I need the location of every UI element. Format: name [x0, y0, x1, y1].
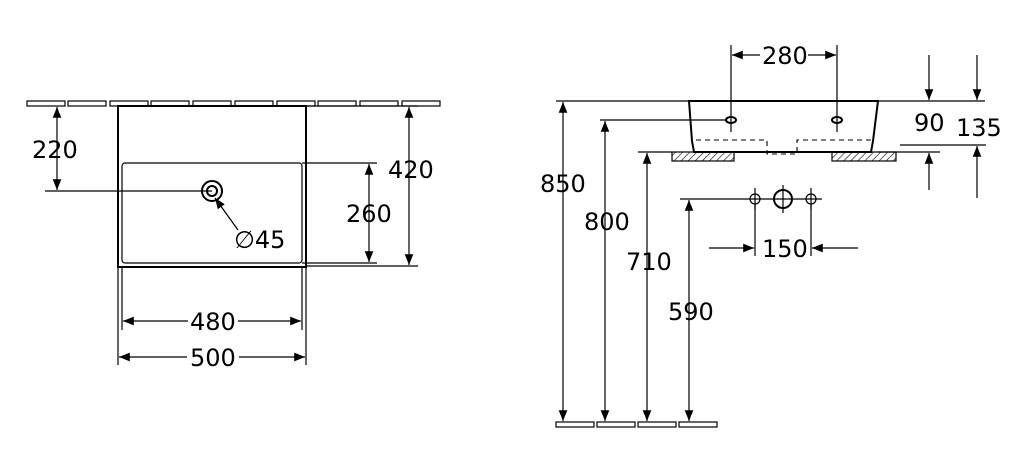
dim-90: 90 [914, 109, 945, 137]
right-support [831, 151, 897, 162]
dim-420: 420 [388, 156, 434, 184]
dim-590: 590 [668, 298, 714, 326]
dim-150: 150 [762, 235, 808, 263]
dim-260: 260 [346, 200, 392, 228]
dim-800: 800 [584, 208, 630, 236]
dim-280: 280 [762, 42, 808, 70]
floor [555, 421, 718, 428]
left-support [671, 151, 735, 162]
dim-710: 710 [626, 248, 672, 276]
side-view: 280 90 135 850 800 710 590 [540, 42, 1002, 428]
dim-850: 850 [540, 170, 586, 198]
dim-135: 135 [956, 114, 1002, 142]
dim-500: 500 [190, 344, 236, 372]
drain-icon [773, 185, 793, 213]
front-view: 220 420 260 ∅45 480 500 [26, 100, 441, 372]
basin-profile [687, 100, 880, 153]
basin-bowl [121, 162, 303, 264]
basin-outline [117, 105, 307, 268]
dim-480: 480 [190, 308, 236, 336]
dim-diameter-45: ∅45 [234, 226, 285, 254]
dim-220: 220 [32, 136, 78, 164]
